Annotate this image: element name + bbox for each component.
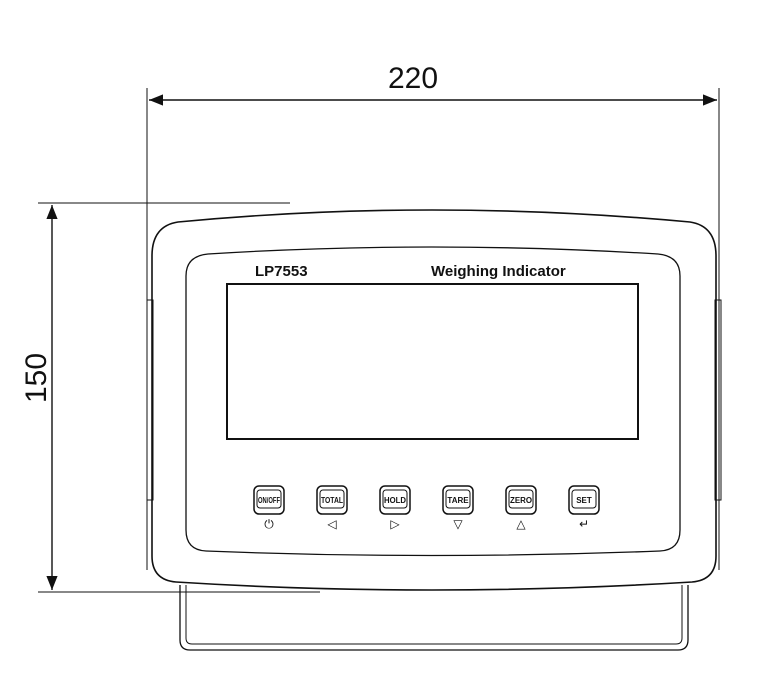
faceplate bbox=[185, 246, 681, 557]
key-symbol-icon: ↵ bbox=[579, 517, 589, 531]
key-label: ON/OFF bbox=[258, 496, 280, 505]
keypad: ON/OFF ⏻ TOTAL ◁ HOLD ▷ TARE ▽ ZERO △ SET ↵ bbox=[253, 485, 600, 531]
key-total-button[interactable]: TOTAL bbox=[316, 485, 348, 515]
key-zero-button[interactable]: ZERO bbox=[505, 485, 537, 515]
key-tare-button[interactable]: TARE bbox=[442, 485, 474, 515]
key-label: SET bbox=[576, 496, 592, 505]
key-label: TOTAL bbox=[321, 496, 343, 505]
key-label: ZERO bbox=[510, 496, 532, 505]
key-symbol-icon: △ bbox=[516, 517, 526, 531]
mounting-bracket-inner bbox=[185, 585, 683, 645]
housing-tab-right bbox=[714, 299, 722, 501]
key-symbol-icon: ◁ bbox=[326, 517, 336, 531]
key-set-button[interactable]: SET bbox=[568, 485, 600, 515]
key-symbol-icon: ▽ bbox=[453, 517, 463, 531]
key-symbol-icon: ▷ bbox=[390, 517, 400, 531]
height-dimension-label: 150 bbox=[20, 353, 53, 403]
key-label: HOLD bbox=[384, 496, 406, 505]
key-label: TARE bbox=[447, 496, 469, 505]
width-dimension-label: 220 bbox=[388, 62, 438, 95]
key-hold-button[interactable]: HOLD bbox=[379, 485, 411, 515]
mounting-bracket bbox=[179, 585, 689, 651]
key-symbol-icon: ⏻ bbox=[264, 517, 274, 531]
housing-tab-left bbox=[146, 299, 154, 501]
lcd-display bbox=[226, 283, 639, 440]
key-onoff-button[interactable]: ON/OFF bbox=[253, 485, 285, 515]
device-title: Weighing Indicator bbox=[431, 263, 566, 280]
model-label: LP7553 bbox=[255, 263, 308, 280]
